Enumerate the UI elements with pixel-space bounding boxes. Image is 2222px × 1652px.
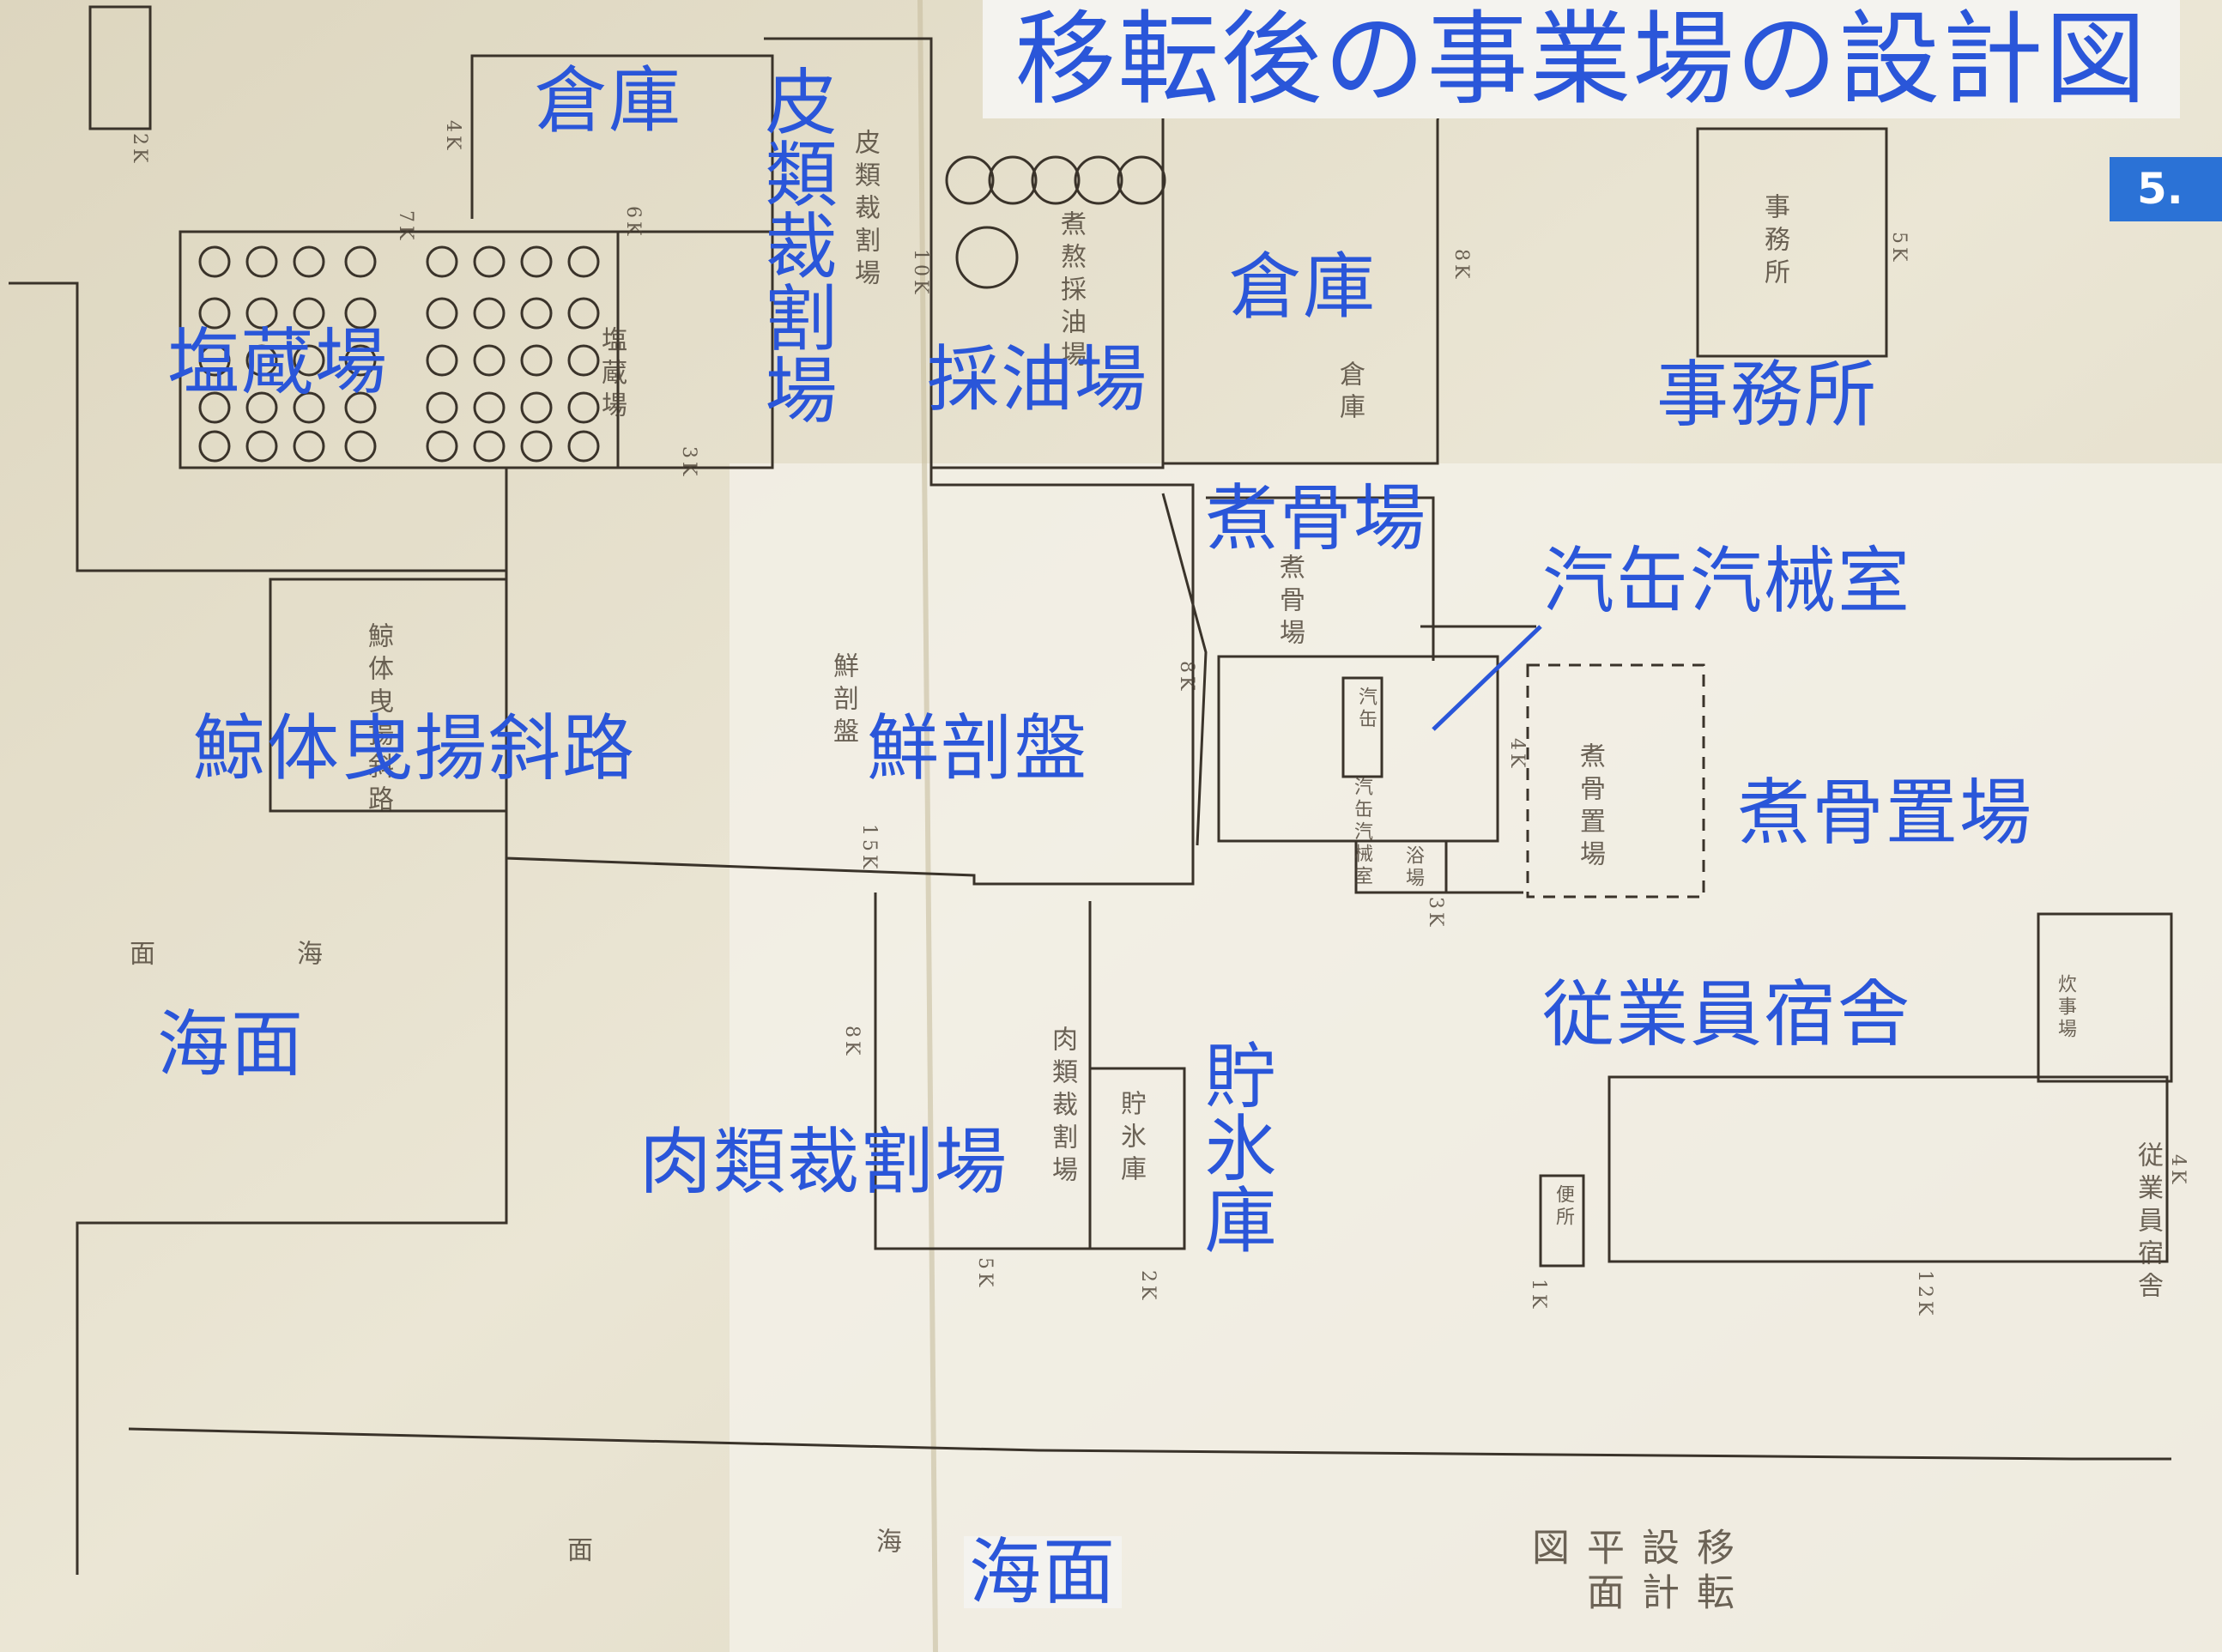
ink-office: 事務所: [1759, 193, 1789, 291]
ink-sea-a: 海: [292, 940, 322, 972]
boiler-box: [1341, 676, 1383, 778]
ink-skin: 皮類裁割場: [850, 129, 880, 292]
label-office: 事務所: [1656, 353, 1879, 437]
bath-outline: [1354, 839, 1448, 894]
dim-8k-b: 8K: [841, 1026, 863, 1059]
bone-boiling-outline: [1206, 496, 1435, 661]
dim-5k-a: 5K: [1888, 232, 1910, 265]
shore-line-south: [128, 1427, 2171, 1461]
shore-line-west: [9, 281, 508, 572]
plan-lines: [9, 5, 2173, 1575]
shore-line-sw: [76, 850, 508, 1575]
salt-vats: [198, 245, 600, 463]
label-meat-cutting: 肉類裁割場: [639, 1120, 1009, 1204]
ink-sea-c: 海: [871, 1528, 901, 1560]
label-whale-slipway: 鯨体曳揚斜路: [193, 706, 637, 790]
section-badge: 5.: [2110, 157, 2222, 221]
ink-plan-title: 移転設計平面図: [1525, 1528, 1734, 1617]
dim-4k-b: 4K: [2167, 1154, 2189, 1188]
dim-1k: 1K: [1528, 1279, 1549, 1312]
label-skin-cutting: 皮類裁割場: [754, 64, 838, 425]
label-salt-storage: 塩蔵場: [167, 320, 390, 404]
ink-bone: 煮骨場: [1274, 554, 1305, 651]
ink-cooking: 炊事場: [2055, 974, 2076, 1041]
meat-cutting-outline: [874, 893, 1186, 1250]
warehouse-1-outline: [470, 54, 774, 283]
ink-bone-storage: 煮骨置場: [1575, 742, 1605, 873]
dim-2k-b: 2K: [1137, 1270, 1159, 1304]
ink-warehouse: 倉庫: [1335, 360, 1365, 426]
paper-fold-line: [917, 0, 938, 1652]
dim-12k: 12K: [1914, 1270, 1935, 1319]
label-sea-west: 海面: [157, 1002, 306, 1086]
cooking-outline: [2037, 912, 2173, 1083]
toilet-outline: [1539, 1174, 1585, 1268]
label-oil-extraction: 採油場: [927, 337, 1149, 421]
ink-dormitory: 従業員宿舎: [2133, 1141, 2163, 1304]
ink-toilet: 便所: [1553, 1184, 1574, 1229]
dim-2k-a: 2K: [129, 133, 150, 166]
bone-boiling-diagonal: [1161, 493, 1208, 846]
bone-storage-outline: [1526, 663, 1705, 899]
dim-15k: 15K: [858, 824, 880, 873]
label-dormitory: 従業員宿舎: [1542, 972, 1912, 1056]
page-title: 移転後の事業場の設計図: [983, 0, 2180, 118]
label-flensing-deck: 鮮剖盤: [867, 706, 1089, 790]
corner-building: [88, 5, 152, 130]
label-warehouse-1: 倉庫: [535, 58, 683, 142]
ink-salt: 塩蔵場: [596, 326, 627, 424]
label-boiler-room: 汽缶汽械室: [1542, 539, 1912, 623]
label-bone-boiling: 煮骨場: [1206, 476, 1428, 560]
paper-light-area: [730, 463, 2222, 1652]
oil-cauldrons: [945, 155, 1166, 289]
salt-storage-outline: [179, 230, 774, 469]
label-bone-storage: 煮骨置場: [1738, 771, 2034, 855]
dormitory-outline: [1607, 1075, 2169, 1263]
ink-sea-b: 面: [124, 940, 154, 972]
dim-10k: 10K: [910, 249, 931, 298]
ink-flensing: 鮮剖盤: [828, 652, 858, 750]
ink-bath: 浴場: [1402, 845, 1424, 890]
office-outline: [1696, 127, 1888, 358]
boiler-leader-line: [1432, 625, 1542, 731]
ink-meat: 肉類裁割場: [1047, 1026, 1077, 1189]
ink-boiler-can: 汽缶: [1355, 687, 1377, 731]
ink-boiler: 汽缶汽械室: [1351, 777, 1372, 888]
ink-ice: 貯氷庫: [1116, 1090, 1146, 1188]
ink-sea-d: 面: [562, 1536, 592, 1569]
dim-7k: 7K: [395, 210, 416, 244]
slipway-outline: [269, 578, 508, 813]
dim-5k-b: 5K: [974, 1257, 996, 1291]
ink-oil: 煮熬採油場: [1056, 210, 1086, 373]
ink-slipway: 鯨体曳揚斜路: [363, 622, 393, 818]
dim-3k-a: 3K: [678, 446, 699, 480]
dim-8k-a: 8K: [1450, 249, 1472, 282]
label-ice-storage: 貯氷庫: [1193, 1038, 1277, 1255]
dim-4k-a: 4K: [442, 120, 463, 154]
dim-4k-c: 4K: [1506, 738, 1528, 772]
label-warehouse-2: 倉庫: [1229, 245, 1377, 329]
dim-6k: 6K: [622, 206, 644, 239]
dim-3k-b: 3K: [1425, 897, 1446, 930]
label-sea-south: 海面: [964, 1536, 1123, 1608]
dim-8k-c: 8K: [1176, 661, 1197, 694]
